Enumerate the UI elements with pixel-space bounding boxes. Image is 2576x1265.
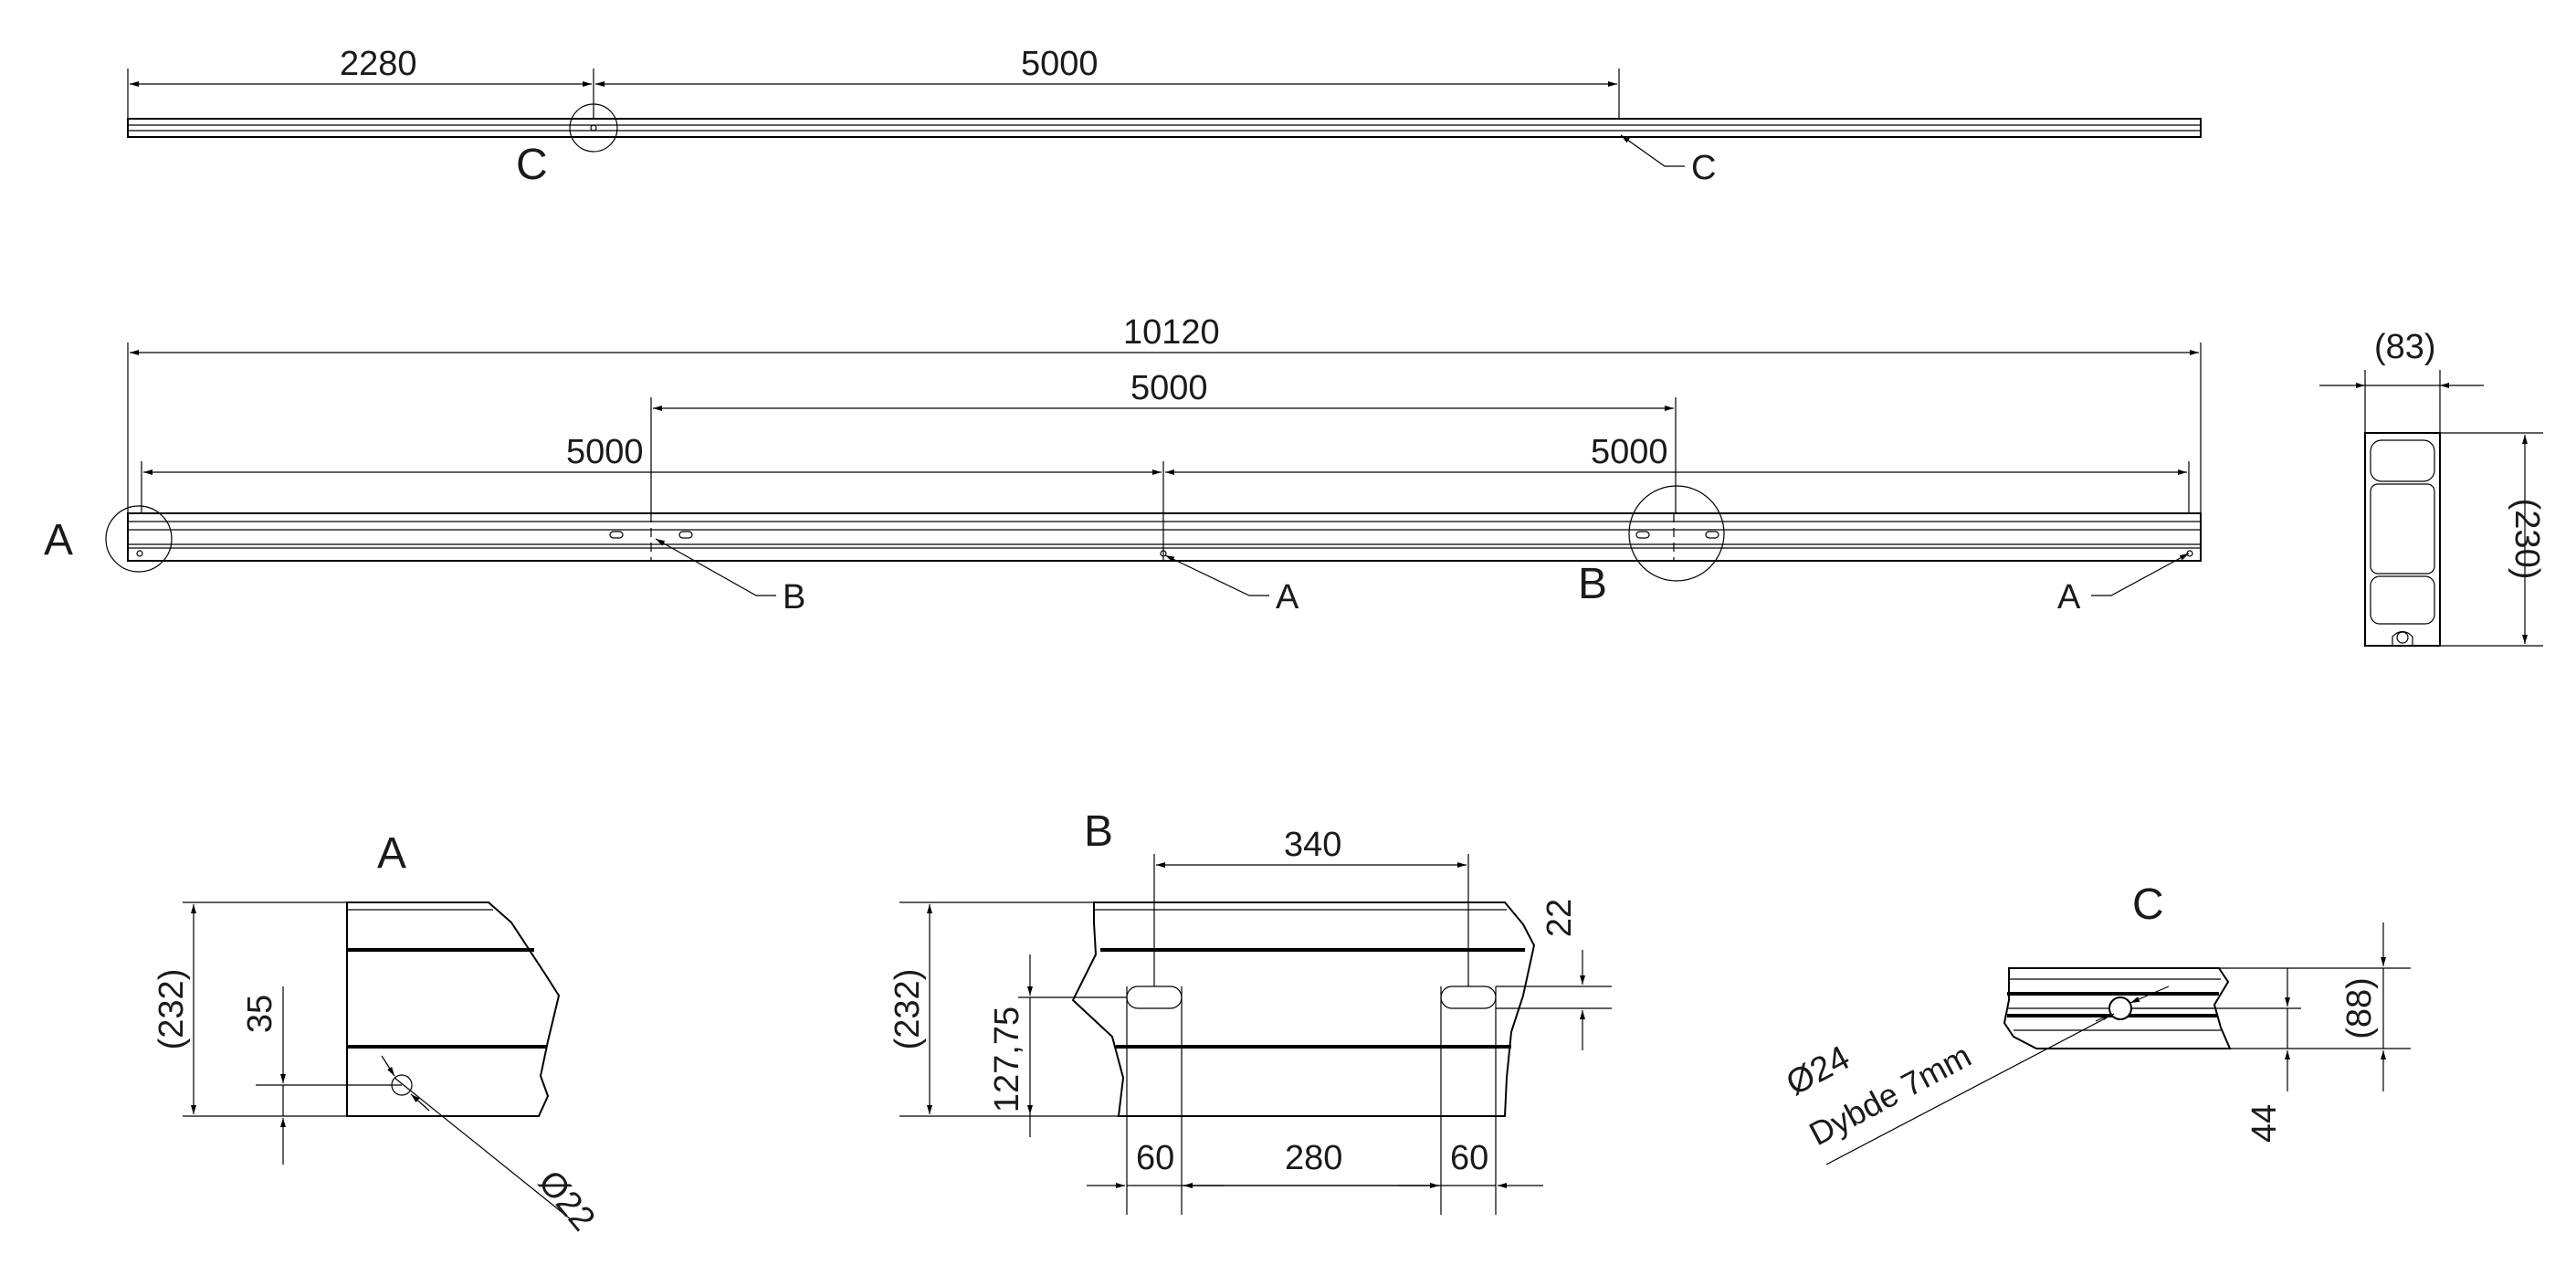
- detail-circle-b: [1628, 485, 1725, 582]
- side-leader-a-mid: [1164, 554, 1269, 596]
- detail-b-slot-left: [1126, 986, 1183, 1009]
- detail-a-dim-dia-text: Ø22: [531, 1164, 602, 1239]
- detail-a-dia-leader: [394, 1077, 572, 1220]
- top-dim-left-text: 2280: [340, 45, 417, 83]
- top-view-beam: [127, 118, 2202, 138]
- detail-c-dim-hole-text: 44: [2245, 1104, 2284, 1143]
- end-view: (83) (230): [2319, 328, 2546, 647]
- side-view: 10120 5000 5000 5000 A B B A A: [44, 313, 2202, 617]
- end-dim-width-text: (83): [2374, 328, 2436, 366]
- detail-a-beam: [346, 901, 561, 1117]
- side-dim-overall-text: 10120: [1123, 313, 1220, 352]
- detail-c-dim-height-text: (88): [2340, 977, 2379, 1039]
- detail-b-dim-height-text: (232): [888, 969, 927, 1050]
- detail-c-dia-leader: [1825, 1013, 2115, 1165]
- side-dim-right-text: 5000: [1591, 433, 1668, 471]
- detail-circle-a: [105, 505, 173, 573]
- side-dim-upper-mid-text: 5000: [1130, 369, 1208, 407]
- detail-b-dim-slot-height-text: 127,75: [988, 1007, 1026, 1112]
- end-view-profile: [2364, 432, 2441, 647]
- detail-a-dim-hole-text: 35: [241, 995, 279, 1033]
- detail-c: C Ø24 Dybde 7mm (88) 44: [1781, 880, 2411, 1165]
- detail-circle-c: [569, 103, 618, 153]
- detail-b-dim-top-text: 340: [1284, 826, 1341, 864]
- side-label-leader-a-mid: A: [1276, 578, 1299, 617]
- detail-b-dim-bottom-right-text: 60: [1450, 1139, 1488, 1177]
- top-view: 2280 5000 C C: [127, 45, 2202, 189]
- detail-b-dim-bottom-mid-text: 280: [1285, 1139, 1342, 1177]
- side-leader-b: [655, 538, 776, 596]
- detail-b-title: B: [1084, 807, 1113, 856]
- side-label-leader-b: B: [783, 578, 805, 617]
- detail-c-hole: [2108, 996, 2132, 1020]
- detail-b: B 340 (232) 127,75 22: [888, 807, 1612, 1215]
- side-label-leader-a-right: A: [2057, 578, 2081, 617]
- side-view-beam: [127, 512, 2202, 562]
- detail-b-dim-slot-width-text: 22: [1540, 899, 1579, 937]
- detail-b-dim-bottom-left-text: 60: [1136, 1139, 1174, 1177]
- top-label-circle-c: C: [516, 141, 548, 189]
- top-dim-right-text: 5000: [1021, 45, 1099, 83]
- detail-c-dim-dia-text: Ø24: [1781, 1038, 1856, 1103]
- detail-b-slot-right: [1440, 986, 1497, 1009]
- top-leader-c: [1620, 134, 1685, 167]
- side-label-circle-a: A: [44, 516, 73, 564]
- detail-c-title: C: [2132, 880, 2164, 929]
- detail-a-title: A: [377, 829, 406, 878]
- side-dim-left-text: 5000: [566, 433, 644, 471]
- end-dim-height-text: (230): [2508, 499, 2546, 580]
- side-leader-a-right: [2091, 553, 2190, 596]
- detail-a: A (232) 35 Ø22: [152, 829, 602, 1239]
- side-label-circle-b: B: [1578, 560, 1607, 608]
- detail-a-dim-height-text: (232): [152, 969, 191, 1050]
- detail-b-beam: [1071, 901, 1536, 1117]
- top-label-leader-c: C: [1691, 149, 1716, 187]
